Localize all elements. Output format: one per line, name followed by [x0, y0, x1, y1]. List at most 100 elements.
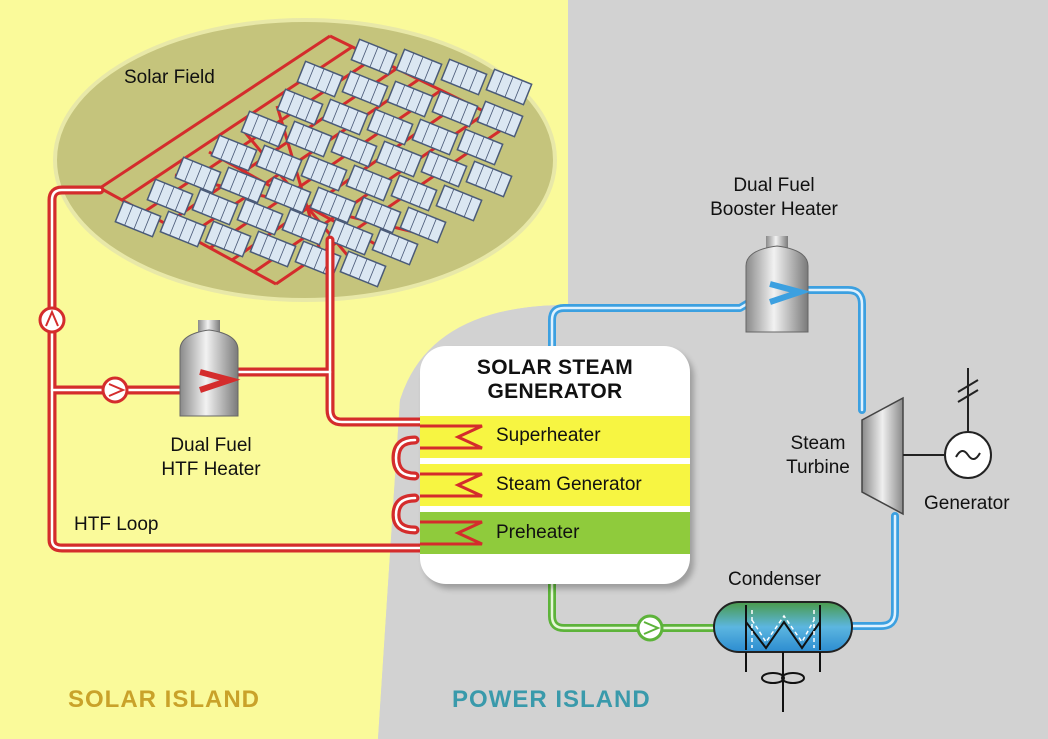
solar-panel-cell-line — [268, 238, 278, 260]
ssg-title-line-1: SOLAR STEAM — [476, 356, 634, 379]
htf-heater-label-line-1: Dual Fuel — [170, 435, 252, 456]
htf-heater-tank — [179, 320, 241, 417]
solar-panel-cell-line — [349, 110, 359, 132]
solar-panel-cell-line — [373, 204, 383, 226]
solar-panel-cell-line — [133, 208, 143, 230]
booster-heater-label-line-2: Booster Heater — [710, 199, 838, 220]
generator-label: Generator — [924, 493, 1010, 514]
solar-panel-cell-line — [283, 184, 293, 206]
solar-panel-cell-line — [324, 72, 334, 94]
htf-loop-pipes — [47, 185, 435, 553]
solar-panel-cell-line — [382, 208, 392, 230]
solar-panel-cell-line — [124, 204, 134, 226]
solar-panel-cell-line — [306, 64, 316, 86]
solar-panel-cell-line — [265, 148, 275, 170]
solar-panel-cell-line — [351, 74, 361, 96]
booster-heater-label: Dual Fuel Booster Heater — [690, 174, 858, 222]
steam-generator-row — [420, 464, 690, 506]
solar-panel-cell-line — [373, 176, 383, 198]
solar-panel-cell-line — [475, 136, 485, 158]
solar-panel-cell-line — [385, 116, 395, 138]
solar-panel-cell-line — [439, 130, 449, 152]
solar-panel-cell-line — [295, 96, 305, 118]
solar-panel-cell-line — [264, 210, 274, 232]
solar-panel-cell-line — [268, 122, 278, 144]
htf-heater-label-line-2: HTF Heater — [161, 459, 261, 480]
solar-panel-cell-line — [259, 118, 269, 140]
solar-panel-cell-line — [459, 66, 469, 88]
generator-symbol — [944, 368, 992, 479]
superheater-row — [420, 416, 690, 458]
superheater-label: Superheater — [496, 425, 601, 446]
solar-panel-cell-line — [328, 194, 338, 216]
solar-panel-cell-line — [369, 46, 379, 68]
solar-panel-cell-line — [450, 62, 460, 84]
solar-panel-cell-line — [430, 126, 440, 148]
solar-panel-cell-line — [367, 262, 377, 284]
steam-turbine-label: Steam Turbine — [770, 432, 866, 480]
solar-panel-cell-line — [459, 102, 469, 124]
solar-panel-cell-line — [427, 218, 437, 240]
solar-panel-cell-line — [355, 168, 365, 190]
solar-panel-cell-line — [165, 186, 175, 208]
solar-panel-cell-line — [349, 254, 359, 276]
solar-panel-cell-line — [381, 232, 391, 254]
solar-panel-cell-line — [409, 210, 419, 232]
solar-panel-cell-line — [376, 112, 386, 134]
solar-panel-cell-line — [274, 152, 284, 174]
solar-panel-cell-line — [220, 138, 230, 160]
solar-panel-cell-line — [202, 168, 212, 190]
power-island-label: POWER ISLAND — [452, 686, 651, 713]
solar-panel-cell-line — [378, 50, 388, 72]
solar-panel-cell-line — [187, 222, 197, 244]
solar-panel-cell-line — [418, 186, 428, 208]
preheater-label: Preheater — [496, 522, 580, 543]
solar-panel-cell-line — [337, 198, 347, 220]
solar-panel-cell-line — [304, 128, 314, 150]
solar-panel-cell-line — [354, 230, 364, 252]
solar-panel-cell-line — [304, 244, 314, 266]
solar-panel-cell-line — [360, 42, 370, 64]
solar-panel-cell-line — [319, 162, 329, 184]
solar-panel-cell-line — [364, 200, 374, 222]
solar-panel-cell-line — [405, 52, 415, 74]
solar-panel-cell-line — [394, 120, 404, 142]
solar-panel-cell-line — [229, 142, 239, 164]
solar-panel-cell-line — [360, 78, 370, 100]
solar-panel-cell-line — [414, 92, 424, 114]
solar-panel-cell-line — [193, 164, 203, 186]
solar-panel-cell-line — [309, 220, 319, 242]
condenser-shape — [713, 601, 853, 712]
solar-panel-cell-line — [504, 112, 514, 134]
solar-panel-cell-line — [454, 192, 464, 214]
solar-panel-cell-line — [219, 200, 229, 222]
steam-generator-label: Steam Generator — [496, 474, 642, 495]
solar-panel-cell-line — [246, 202, 256, 224]
steam-turbine-label-line-2: Turbine — [786, 457, 850, 478]
solar-panel-cell-line — [385, 144, 395, 166]
solar-panel-cell-line — [369, 82, 379, 104]
solar-panel-cell-line — [300, 216, 310, 238]
solar-field-label: Solar Field — [124, 67, 215, 88]
solar-panel-cell-line — [495, 72, 505, 94]
solar-panel-cell-line — [475, 164, 485, 186]
solar-panel-cell-line — [283, 156, 293, 178]
solar-panel-cell-line — [405, 88, 415, 110]
solar-panel-cell-line — [247, 178, 257, 200]
solar-panel-cell-line — [345, 226, 355, 248]
solar-panel-cell-line — [313, 132, 323, 154]
solar-panel-cell-line — [423, 60, 433, 82]
booster-heater-tank — [745, 236, 811, 333]
solar-panel-cell-line — [349, 138, 359, 160]
solar-panel-cell-line — [396, 84, 406, 106]
solar-panel-cell-line — [421, 122, 431, 144]
solar-panel-cell-line — [418, 214, 428, 236]
solar-panel-cell-line — [414, 56, 424, 78]
htf-heater-label: Dual Fuel HTF Heater — [136, 434, 286, 482]
solar-panel-cell-line — [169, 214, 179, 236]
solar-panel-cell-line — [184, 160, 194, 182]
solar-panel-cell-line — [274, 180, 284, 202]
solar-panel-cell-line — [439, 158, 449, 180]
